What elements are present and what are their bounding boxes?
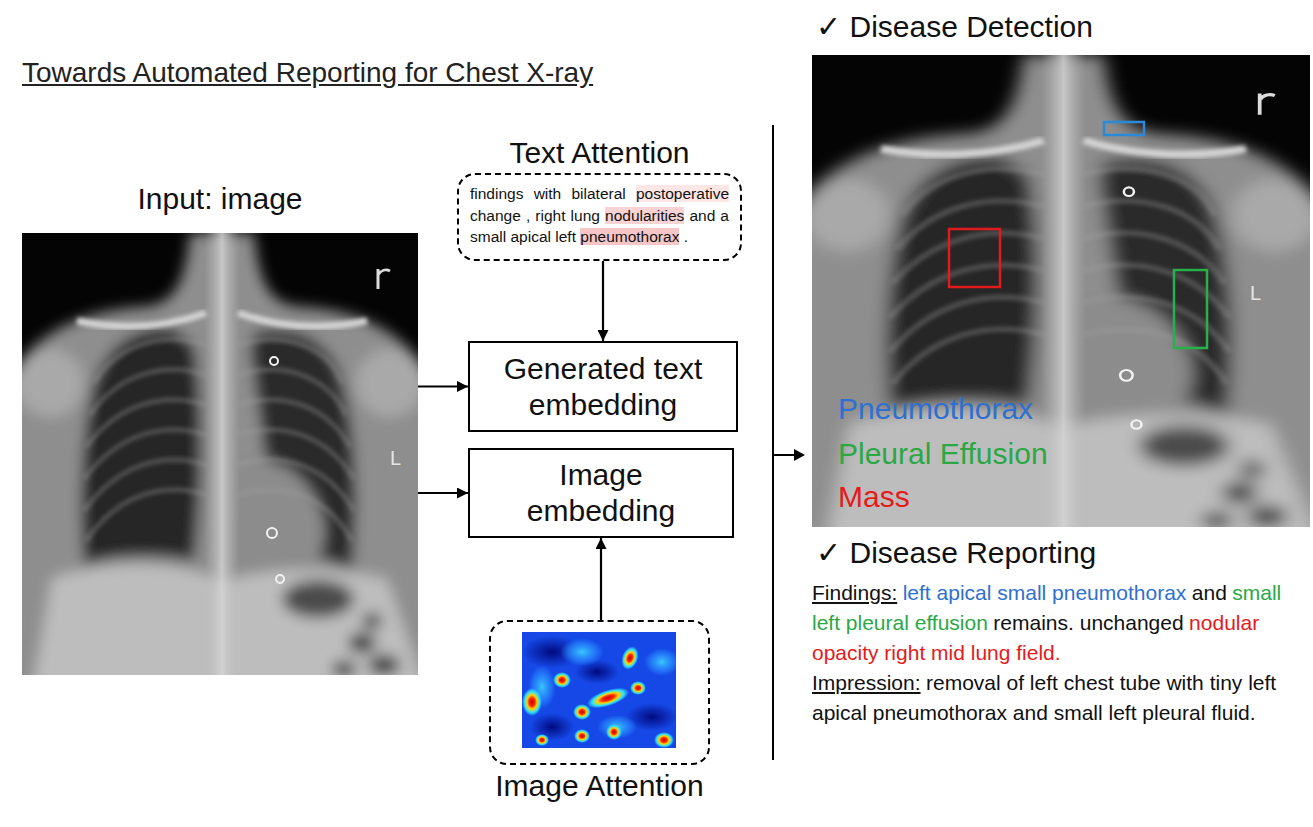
attention-word: small bbox=[470, 228, 506, 245]
attention-heatmap bbox=[630, 681, 646, 695]
flow-arrow bbox=[602, 261, 604, 341]
attention-word: nodularities bbox=[605, 207, 684, 224]
attention-word: postoperative bbox=[636, 185, 729, 202]
output-divider bbox=[794, 449, 805, 461]
side-marker: L bbox=[390, 446, 401, 470]
output-divider bbox=[773, 454, 796, 456]
flow-arrow bbox=[418, 492, 468, 494]
attention-heatmap bbox=[522, 688, 542, 716]
attention-word: with bbox=[534, 185, 562, 202]
panel-heading: Input: image bbox=[137, 181, 302, 217]
embedding-box: Generated text embedding bbox=[468, 341, 738, 432]
detection-boxes bbox=[949, 122, 1207, 348]
attention-word: findings bbox=[470, 185, 523, 202]
attention-word: pneumothorax bbox=[580, 228, 679, 245]
report-paragraph: Findings: left apical small pneumothoraxa… bbox=[812, 578, 1308, 668]
field-name: Findings: bbox=[812, 581, 897, 604]
attention-word: . bbox=[684, 228, 688, 245]
diagram-title: Towards Automated Reporting for Chest X-… bbox=[22, 56, 593, 90]
attention-heatmap bbox=[560, 638, 604, 666]
attention-word: a bbox=[720, 207, 729, 224]
output-divider bbox=[772, 125, 774, 760]
attention-heatmap bbox=[522, 632, 676, 748]
attention-text: findings with bilateral postoperative ch… bbox=[470, 183, 729, 248]
attention-heatmap bbox=[585, 684, 632, 713]
side-marker: L bbox=[1250, 281, 1261, 305]
class-label: Pneumothorax bbox=[838, 391, 1033, 427]
field-name: Impression: bbox=[812, 671, 921, 694]
attention-word: change bbox=[470, 207, 521, 224]
attention-heatmap bbox=[618, 644, 641, 672]
report-text: and bbox=[1192, 581, 1227, 604]
attention-word: and bbox=[689, 207, 715, 224]
attention-heatmap bbox=[522, 632, 680, 748]
report-text: remains. unchanged bbox=[993, 611, 1183, 634]
panel-heading: Image Attention bbox=[495, 768, 703, 804]
flow-arrow bbox=[418, 385, 468, 387]
embedding-box: Image embedding bbox=[468, 448, 734, 538]
attention-word: apical bbox=[510, 228, 551, 245]
report-paragraph: Impression:removal of left chest tube wi… bbox=[812, 668, 1308, 728]
class-label: Mass bbox=[838, 479, 910, 515]
attention-word: right bbox=[535, 207, 565, 224]
attention-heatmap bbox=[606, 724, 622, 740]
section-heading: ✓ Disease Reporting bbox=[816, 535, 1096, 571]
input-image-panel: Input: image bbox=[22, 233, 418, 675]
detection-boxes bbox=[1104, 122, 1144, 135]
panel-heading: Text Attention bbox=[509, 135, 689, 171]
output-xray bbox=[787, 55, 1313, 546]
text-attention-box: Text Attentionfindings with bilateral po… bbox=[457, 173, 742, 261]
flow-arrow bbox=[600, 538, 602, 620]
finding-text: left apical small pneumothorax bbox=[903, 581, 1187, 604]
section-heading: ✓ Disease Detection bbox=[816, 9, 1093, 45]
attention-heatmap bbox=[553, 672, 571, 688]
input-xray bbox=[2, 233, 438, 693]
attention-word: left bbox=[555, 228, 576, 245]
box-label: Image embedding bbox=[501, 457, 701, 529]
class-label: Pleural Effusion bbox=[838, 436, 1048, 472]
output-divider bbox=[773, 125, 805, 760]
attention-word: , bbox=[526, 207, 530, 224]
attention-word: lung bbox=[571, 207, 600, 224]
attention-heatmap bbox=[574, 729, 590, 743]
attention-heatmap bbox=[535, 734, 549, 746]
box-label: Generated text embedding bbox=[478, 351, 728, 423]
attention-heatmap bbox=[597, 715, 637, 739]
attention-heatmap bbox=[654, 732, 674, 748]
attention-heatmap bbox=[644, 648, 676, 676]
detection-boxes bbox=[1174, 270, 1207, 348]
attention-word: bilateral bbox=[571, 185, 625, 202]
image-attention-box: Image Attention bbox=[489, 620, 710, 765]
detection-boxes bbox=[949, 229, 1000, 287]
